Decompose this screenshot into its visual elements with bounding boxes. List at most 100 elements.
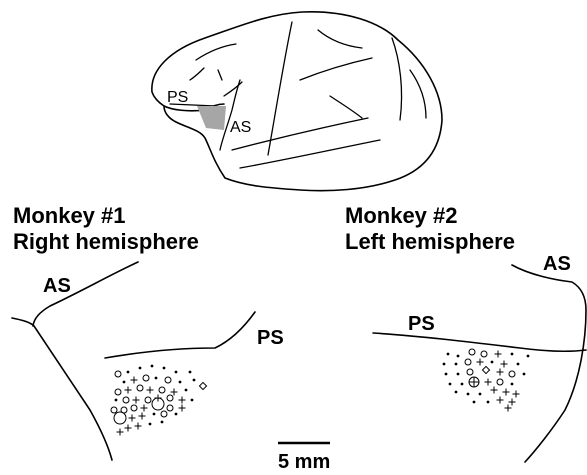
monkey2-recording-markers xyxy=(443,349,530,412)
monkey1-as-label: AS xyxy=(43,275,71,297)
marker-plus xyxy=(141,405,148,412)
marker-circle xyxy=(111,407,117,413)
marker-plus xyxy=(147,387,154,394)
marker-dot xyxy=(461,383,464,386)
marker-plus xyxy=(179,405,186,412)
central-sulcus-line xyxy=(268,22,292,155)
marker-diamond xyxy=(482,366,489,373)
marker-diamond xyxy=(199,382,206,389)
marker-plus xyxy=(485,379,492,386)
marker-dot xyxy=(175,371,178,374)
marker-plus xyxy=(171,389,178,396)
marker-circle xyxy=(137,385,143,391)
marker-dot xyxy=(527,355,530,358)
marker-dot xyxy=(449,383,452,386)
marker-dot xyxy=(473,401,476,404)
marker-dot xyxy=(457,373,460,376)
sulcus-line-e xyxy=(330,96,362,118)
marker-plus xyxy=(117,429,124,436)
marker-circle xyxy=(161,411,167,417)
monkey2-as-label: AS xyxy=(543,253,571,275)
marker-dot xyxy=(115,399,118,402)
marker-dot xyxy=(161,421,164,424)
marker-dot xyxy=(487,401,490,404)
arcuate-upper-limb xyxy=(224,82,242,96)
marker-dot xyxy=(479,393,482,396)
marker-dot xyxy=(517,363,520,366)
monkey1-panel: Monkey #1 Right hemisphere AS PS xyxy=(12,203,284,460)
marker-plus xyxy=(501,361,508,368)
marker-dot xyxy=(127,371,130,374)
monkey2-title-line1: Monkey #2 xyxy=(345,203,458,228)
marker-dot xyxy=(455,363,458,366)
marker-dot xyxy=(523,373,526,376)
brain-outline xyxy=(152,12,442,191)
sulcus-line-a xyxy=(196,44,236,60)
marker-dot xyxy=(455,391,458,394)
intraparietal-sulcus-line xyxy=(300,58,372,80)
monkey1-principal-sulcus xyxy=(105,312,255,358)
monkey1-title-line1: Monkey #1 xyxy=(13,203,126,228)
marker-dot xyxy=(445,373,448,376)
sulcus-line-b xyxy=(190,68,204,80)
marker-dot xyxy=(193,379,196,382)
marker-circle xyxy=(167,405,173,411)
monkey2-arcuate-sulcus xyxy=(512,265,586,462)
monkey2-title-line2: Left hemisphere xyxy=(345,229,515,254)
monkey2-ps-label: PS xyxy=(408,313,435,335)
lunate-sulcus-line xyxy=(392,38,402,120)
marker-circle xyxy=(159,387,165,393)
marker-plus xyxy=(125,387,132,394)
marker-circle xyxy=(131,405,137,411)
marker-circle xyxy=(467,369,473,375)
marker-dot xyxy=(149,423,152,426)
marker-dot xyxy=(155,377,158,380)
marker-dot xyxy=(123,381,126,384)
marker-plus xyxy=(513,391,520,398)
marker-plus xyxy=(179,397,186,404)
marker-plus xyxy=(491,387,498,394)
marker-circle xyxy=(114,412,126,424)
scale-bar-label: 5 mm xyxy=(278,451,330,473)
marker-dot xyxy=(511,353,514,356)
marker-plus xyxy=(509,399,516,406)
marker-plus xyxy=(133,397,140,404)
marker-circle xyxy=(497,379,503,385)
marker-circle xyxy=(143,375,149,381)
sulcus-line-d xyxy=(410,70,426,118)
recording-site-highlight xyxy=(197,106,226,130)
marker-circle xyxy=(115,389,121,395)
superior-temporal-sulcus-line xyxy=(240,140,380,168)
marker-dot xyxy=(189,371,192,374)
marker-plus xyxy=(139,413,146,420)
marker-dot xyxy=(491,361,494,364)
marker-plus xyxy=(497,397,504,404)
marker-plus xyxy=(495,351,502,358)
marker-circle xyxy=(165,377,171,383)
scale-bar: 5 mm xyxy=(278,443,330,473)
brain-drawing: PS AS xyxy=(152,12,442,191)
marker-dot xyxy=(457,355,460,358)
marker-dot xyxy=(151,365,154,368)
marker-plus xyxy=(135,423,142,430)
marker-circle xyxy=(481,351,487,357)
marker-plus xyxy=(131,377,138,384)
monkey2-panel: Monkey #2 Left hemisphere AS PS xyxy=(345,203,586,462)
marker-dot xyxy=(163,367,166,370)
marker-plus xyxy=(125,425,132,432)
marker-dot xyxy=(139,367,142,370)
marker-dot xyxy=(175,413,178,416)
marker-dot xyxy=(153,413,156,416)
marker-dot xyxy=(179,381,182,384)
brain-as-label: AS xyxy=(230,119,251,136)
sulcus-line-c xyxy=(318,30,362,48)
marker-dot xyxy=(191,399,194,402)
marker-plus xyxy=(477,359,484,366)
marker-circle xyxy=(123,397,129,403)
marker-plus xyxy=(503,389,510,396)
marker-dot xyxy=(185,389,188,392)
marker-circle xyxy=(465,359,471,365)
sulcus-line-f xyxy=(218,70,222,80)
brain-ps-label: PS xyxy=(167,89,188,106)
